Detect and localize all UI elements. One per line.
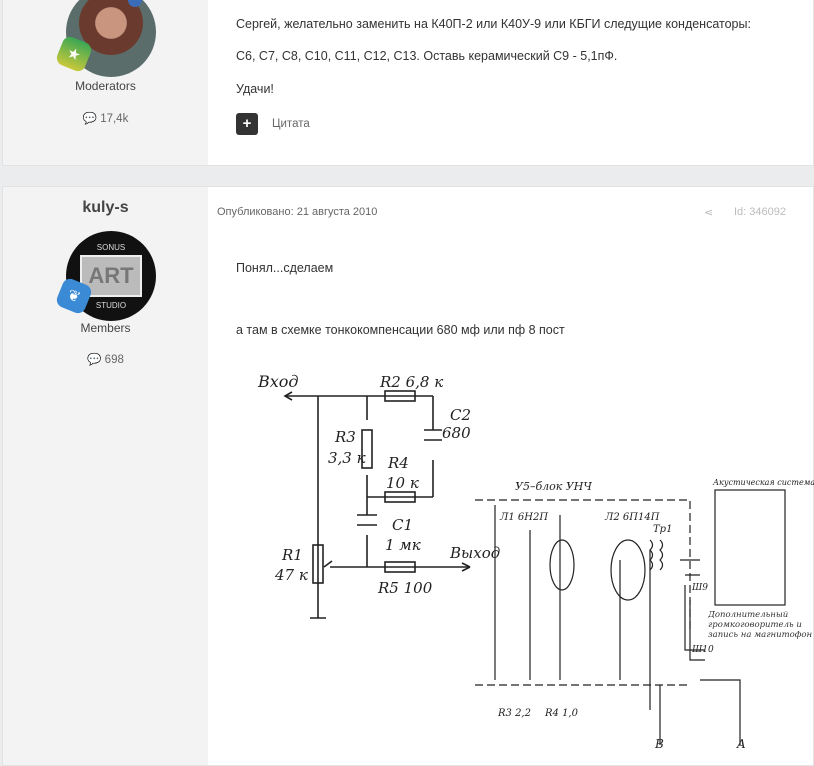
label-r4-value: 10 к: [386, 474, 419, 492]
post-kuly-s: kuly-s SONUS ART STUDIO ❦ Members 💬 698 …: [2, 186, 814, 766]
avatar-text: ART: [88, 263, 134, 288]
comment-icon: 💬: [87, 354, 102, 366]
label-block: У5–блок УНЧ: [515, 480, 592, 493]
label-r1: R1: [281, 546, 303, 564]
avatar-text: STUDIO: [95, 301, 127, 310]
label-r5: R5 100: [377, 579, 433, 597]
quote-link[interactable]: Цитата: [272, 118, 310, 130]
label-tube2: Л2 6П14П: [604, 512, 660, 523]
comment-icon: 💬: [82, 113, 97, 125]
post-text: С6, С7, С8, С10, С11, С12, С13. Оставь к…: [236, 49, 618, 63]
label-r3-bottom: R3 2,2: [497, 708, 531, 719]
label-r3: R3: [334, 428, 356, 446]
label-r4-bottom: R4 1,0: [544, 708, 579, 719]
multiquote-button[interactable]: +: [236, 113, 258, 135]
post-text: Понял...сделаем: [236, 261, 334, 275]
label-c2-value: 680: [442, 424, 471, 442]
schematic-image: Вход R2 6,8 к C2 680 R3 3,3 к R4 10 к C1…: [257, 372, 814, 750]
post-moderator: ★ Moderators 💬 17,4k Сергей, желательно …: [2, 0, 814, 166]
label-sh10: Ш10: [691, 645, 714, 655]
label-out-b: B: [654, 737, 664, 750]
amplifier-block-circuit: У5–блок УНЧ Л1 6Н2П Л2 6П14П Тр1 Акустич…: [475, 478, 814, 750]
label-c1-value: 1 мк: [385, 536, 421, 554]
label-tube1: Л1 6Н2П: [499, 512, 548, 523]
label-extra-speaker: Дополнительный громкоговоритель и запись…: [708, 610, 813, 640]
label-c2: C2: [450, 406, 471, 424]
post-id[interactable]: Id: 346092: [734, 206, 786, 218]
online-indicator-icon: [128, 0, 142, 7]
share-icon[interactable]: ⋖: [704, 207, 714, 219]
label-input: Вход: [257, 372, 299, 391]
label-r2: R2 6,8 к: [379, 373, 443, 391]
post-count: 💬 17,4k: [3, 111, 208, 125]
label-r3-value: 3,3 к: [328, 449, 366, 467]
label-r4: R4: [387, 454, 409, 472]
label-sh9: Ш9: [691, 583, 708, 593]
post-text: Сергей, желательно заменить на К40П-2 ил…: [236, 17, 751, 31]
post-date[interactable]: Опубликовано: 21 августа 2010: [217, 206, 378, 218]
post-count-value: 698: [104, 354, 124, 366]
post-text: а там в схемке тонкокомпенсации 680 мф и…: [236, 323, 565, 337]
tone-control-circuit: Вход R2 6,8 к C2 680 R3 3,3 к R4 10 к C1…: [257, 372, 500, 619]
author-panel: kuly-s SONUS ART STUDIO ❦ Members 💬 698: [3, 187, 208, 765]
label-r1-value: 47 к: [274, 566, 308, 584]
post-count: 💬 698: [3, 352, 208, 366]
label-c1: C1: [392, 516, 413, 534]
author-group: Members: [80, 321, 131, 335]
author-name[interactable]: kuly-s: [82, 199, 129, 216]
post-count-value: 17,4k: [100, 113, 129, 125]
avatar-text: SONUS: [96, 243, 126, 252]
label-out-a: A: [736, 737, 746, 750]
author-panel: ★ Moderators 💬 17,4k: [3, 0, 208, 165]
author-group: Moderators: [75, 79, 136, 93]
label-acoustic: Акустическая система: [712, 478, 814, 487]
label-output: Выход: [449, 544, 500, 562]
label-transformer: Тр1: [653, 524, 672, 535]
post-text: Удачи!: [236, 82, 274, 96]
